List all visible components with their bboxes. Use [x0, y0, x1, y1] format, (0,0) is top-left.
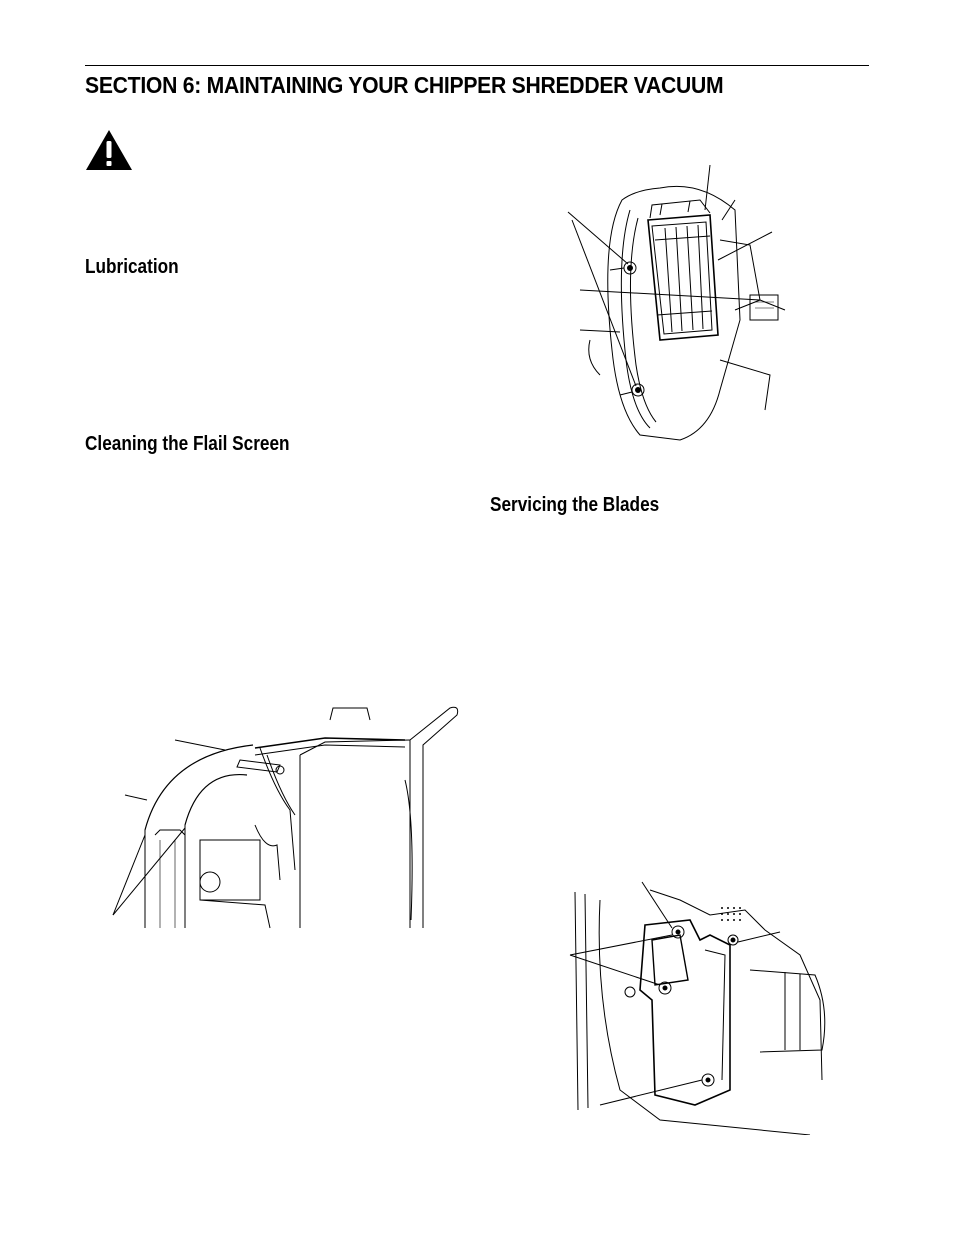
hose-routing-figure	[105, 700, 460, 930]
heading-cleaning-flail-screen: Cleaning the Flail Screen	[85, 433, 290, 455]
page-title: SECTION 6: MAINTAINING YOUR CHIPPER SHRE…	[85, 72, 724, 98]
flail-screen-figure	[560, 160, 790, 455]
heading-lubrication: Lubrication	[85, 256, 179, 278]
blade-cover-figure	[560, 880, 830, 1135]
warning-triangle-icon	[84, 128, 134, 172]
heading-servicing-blades: Servicing the Blades	[490, 494, 660, 516]
top-rule	[85, 65, 869, 66]
